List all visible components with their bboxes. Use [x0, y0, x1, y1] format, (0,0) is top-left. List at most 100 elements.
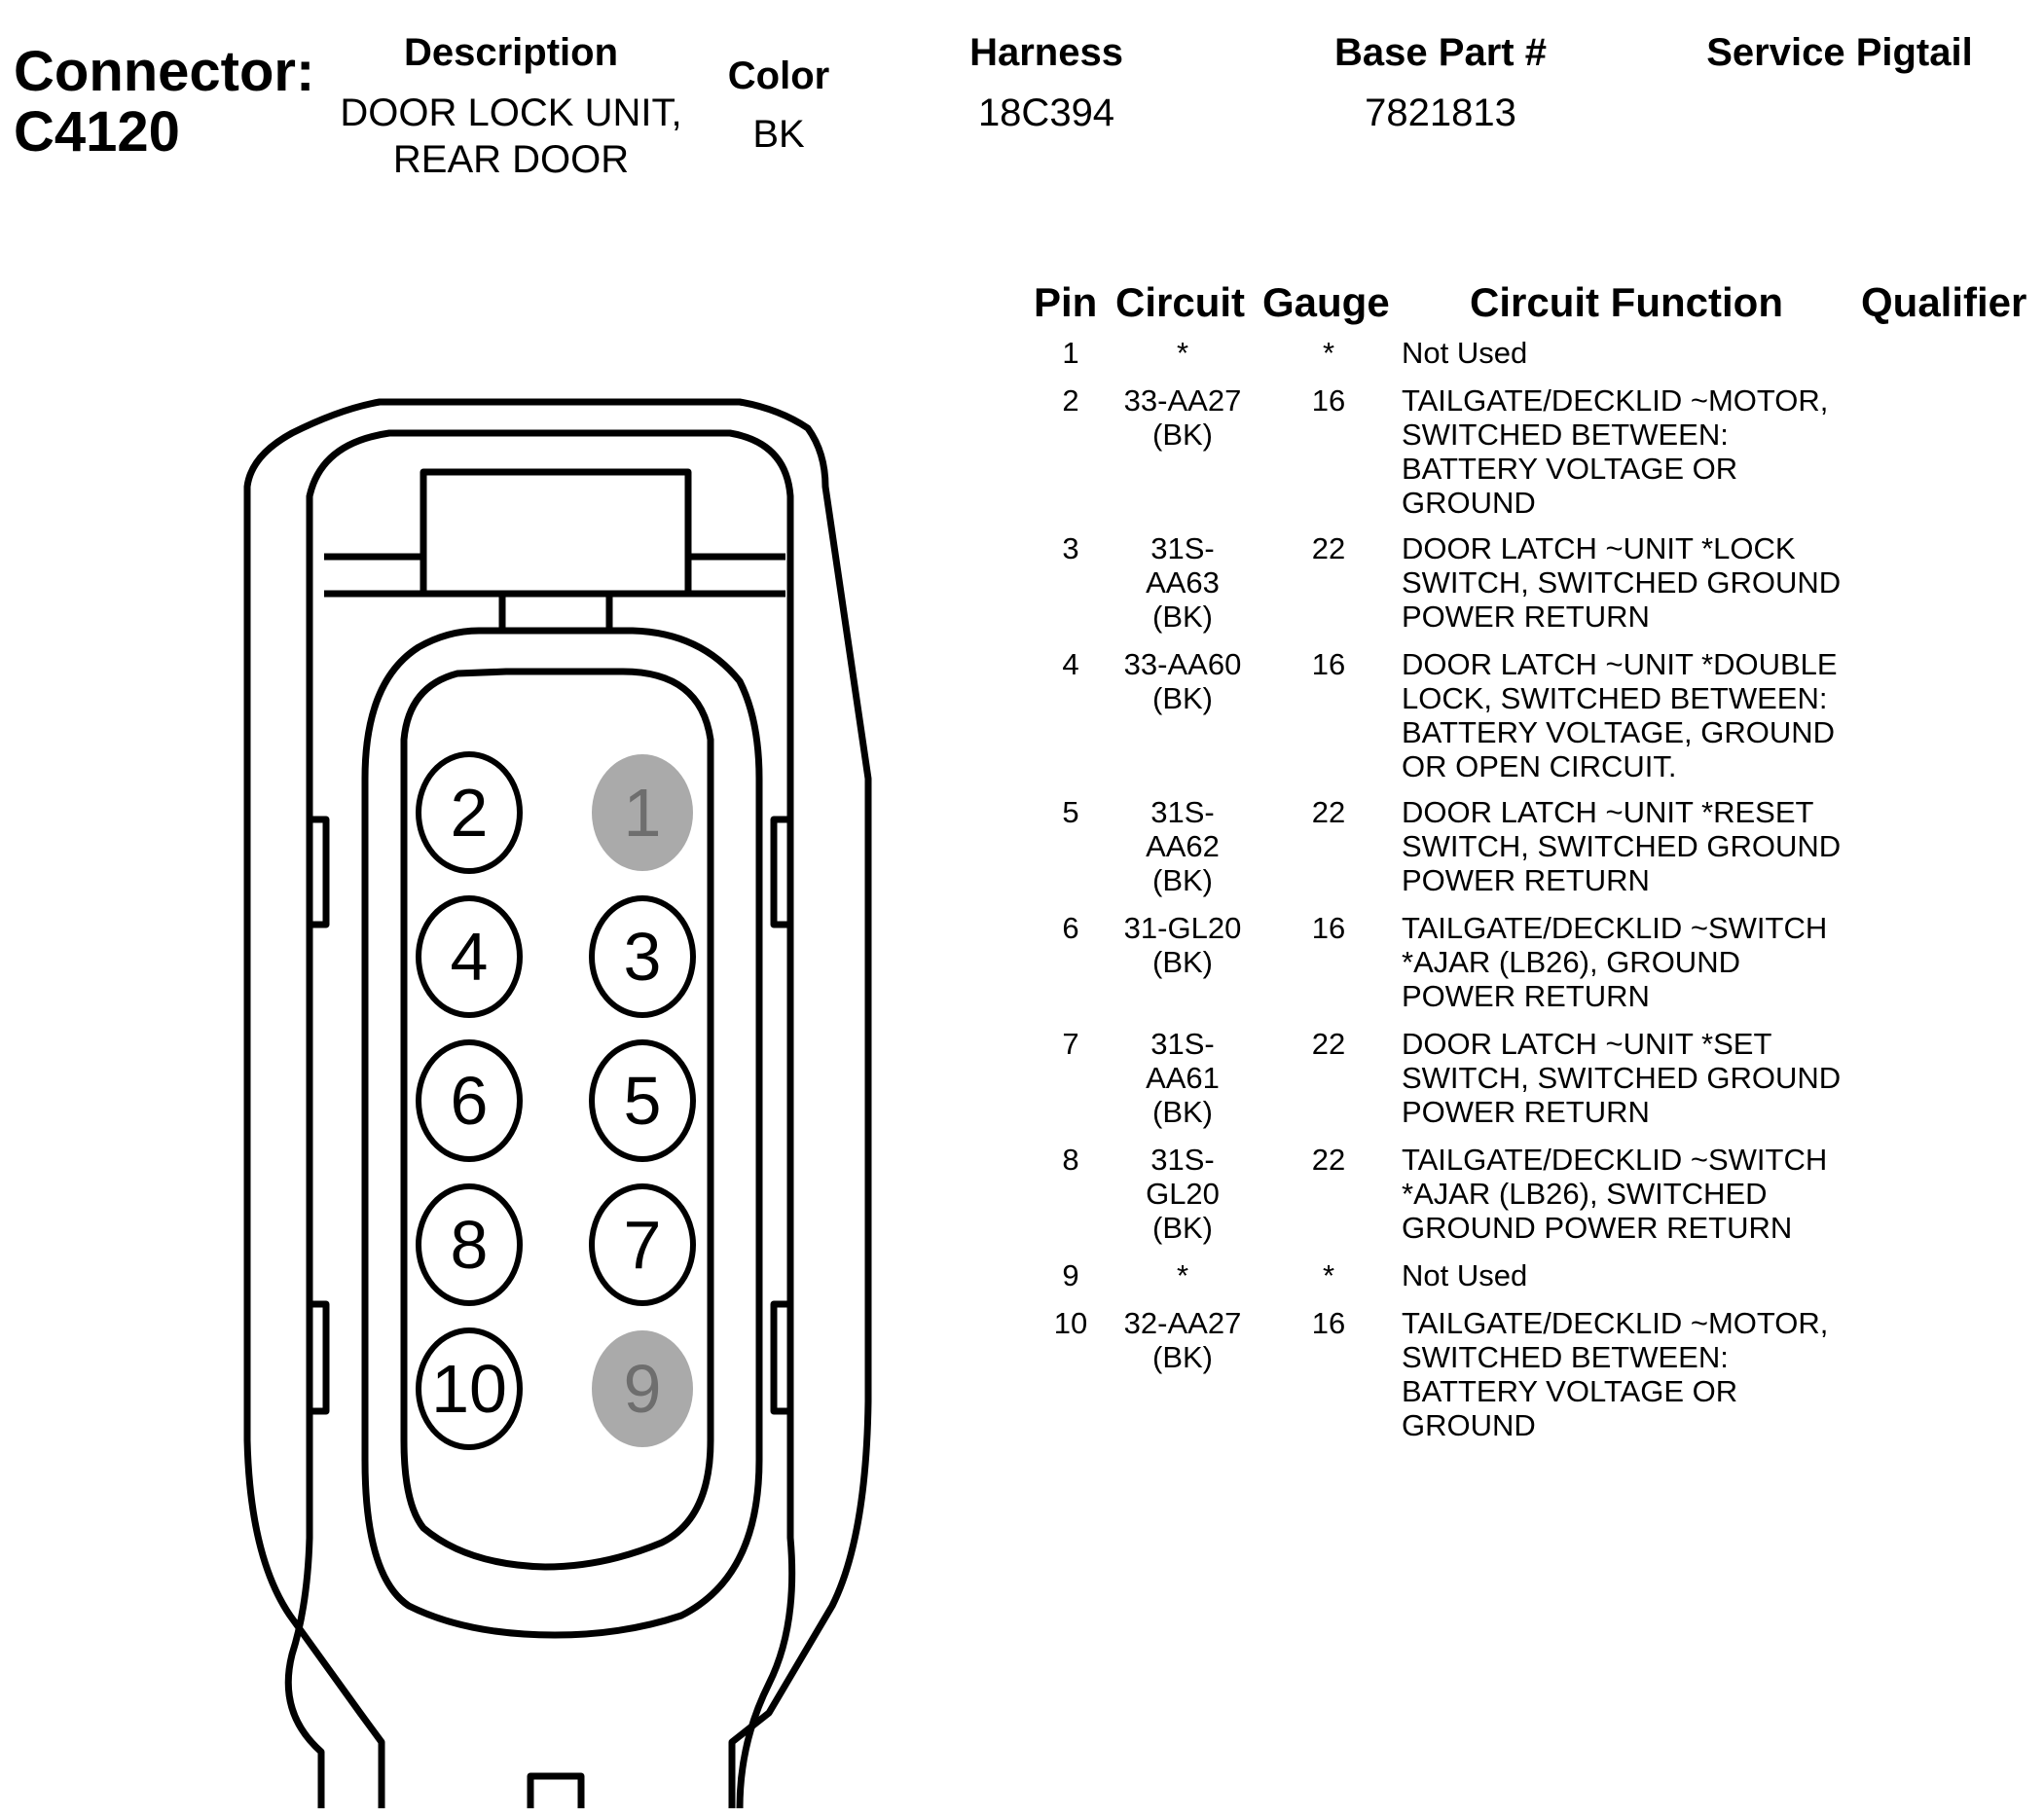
wire-gauge: * [1322, 336, 1335, 370]
pin-cavity-4: 4 [416, 895, 523, 1018]
circuit-id: 31S- AA61 (BK) [1146, 1027, 1220, 1129]
circuit-function: TAILGATE/DECKLID ~SWITCH *AJAR (LB26), S… [1402, 1143, 1828, 1245]
circuit-id: 31S- AA63 (BK) [1146, 531, 1220, 634]
circuit-id: * [1176, 336, 1189, 370]
pin-label: 8 [451, 1207, 489, 1283]
pin-label: 9 [624, 1351, 662, 1427]
circuit-function: TAILGATE/DECKLID ~MOTOR, SWITCHED BETWEE… [1402, 383, 1829, 520]
wire-gauge: 16 [1311, 383, 1346, 418]
pin-number: 4 [1062, 647, 1079, 681]
circuit-id: 33-AA60 (BK) [1123, 647, 1242, 715]
pin-label: 10 [431, 1351, 507, 1427]
qualifier-column-header: Qualifier [1861, 279, 2027, 325]
cavity-inner [400, 668, 714, 1571]
wire-gauge: 16 [1311, 1306, 1346, 1340]
description-line-2: REAR DOOR [392, 138, 630, 181]
circuit-function: TAILGATE/DECKLID ~SWITCH *AJAR (LB26), G… [1402, 911, 1828, 1013]
pin-number: 7 [1062, 1027, 1079, 1061]
pin-circle [416, 1327, 523, 1450]
circuit-function: TAILGATE/DECKLID ~MOTOR, SWITCHED BETWEE… [1402, 1306, 1829, 1442]
harness-label: Harness [969, 31, 1123, 74]
circuit-function: DOOR LATCH ~UNIT *RESET SWITCH, SWITCHED… [1402, 795, 1842, 897]
pin-label: 1 [624, 775, 662, 851]
pin-number: 6 [1062, 911, 1079, 945]
wire-gauge: 22 [1311, 531, 1346, 565]
pin-cavity-6: 6 [416, 1039, 523, 1162]
pin-number: 10 [1053, 1306, 1088, 1340]
pin-cavity-1: 1 [592, 754, 693, 871]
circuit-function-column-header: Circuit Function [1470, 279, 1783, 325]
side-rib-left [310, 816, 330, 1415]
circuit-id: * [1176, 1258, 1189, 1292]
side-rib-right [770, 816, 790, 1415]
description-label: Description [403, 31, 619, 74]
wire-gauge: 22 [1311, 1027, 1346, 1061]
circuit-function: DOOR LATCH ~UNIT *SET SWITCH, SWITCHED G… [1402, 1027, 1842, 1129]
pin-number: 1 [1062, 336, 1079, 370]
latch-stem [498, 594, 613, 631]
pin-circle [416, 751, 523, 874]
color-value: BK [752, 113, 805, 156]
pin-number: 8 [1062, 1143, 1079, 1177]
circuit-id: 31-GL20 (BK) [1123, 911, 1242, 979]
connector-label: Connector: [14, 40, 315, 103]
pin-label: 5 [624, 1063, 662, 1139]
description-value: DOOR LOCK UNIT, REAR DOOR [321, 90, 701, 183]
housing-inner [284, 429, 796, 1809]
pin-cavity-5: 5 [589, 1039, 696, 1162]
wire-gauge: 16 [1311, 647, 1346, 681]
base-part-value: 7821813 [1365, 91, 1516, 134]
circuit-id: 32-AA27 (BK) [1123, 1306, 1242, 1374]
circuit-function: DOOR LATCH ~UNIT *LOCK SWITCH, SWITCHED … [1402, 531, 1842, 634]
pin-cavity-7: 7 [589, 1183, 696, 1306]
pin-number: 5 [1062, 795, 1079, 829]
description-line-1: DOOR LOCK UNIT, [340, 91, 682, 134]
harness-value: 18C394 [977, 91, 1115, 134]
pin-label: 3 [624, 919, 662, 995]
pin-cavity-9: 9 [592, 1330, 693, 1447]
pin-circle [416, 895, 523, 1018]
circuit-id: 33-AA27 (BK) [1123, 383, 1242, 452]
pin-circle [416, 1039, 523, 1162]
wire-gauge: 22 [1311, 1143, 1346, 1177]
pin-circle [592, 754, 693, 871]
circuit-id: 31S- AA62 (BK) [1146, 795, 1220, 897]
cavity-shell [361, 627, 763, 1639]
connector-id: C4120 [14, 100, 180, 164]
pin-label: 4 [451, 919, 489, 995]
circuit-function: Not Used [1402, 336, 1528, 370]
wire-gauge: * [1322, 1258, 1335, 1292]
wire-gauge: 16 [1311, 911, 1346, 945]
pin-circle [592, 1330, 693, 1447]
bottom-tab [527, 1772, 585, 1808]
pin-cavity-2: 2 [416, 751, 523, 874]
circuit-function: Not Used [1402, 1258, 1528, 1292]
circuit-id: 31S- GL20 (BK) [1146, 1143, 1220, 1245]
pin-number: 2 [1062, 383, 1079, 418]
gauge-column-header: Gauge [1262, 279, 1390, 325]
circuit-function: DOOR LATCH ~UNIT *DOUBLE LOCK, SWITCHED … [1402, 647, 1838, 783]
wire-gauge: 22 [1311, 795, 1346, 829]
housing-outer [243, 398, 872, 1808]
pin-circle [589, 895, 696, 1018]
connector-face-diagram: 2 1 4 3 6 5 8 7 10 9 [243, 398, 872, 1809]
top-latch [420, 468, 692, 598]
pin-column-header: Pin [1034, 279, 1098, 325]
pin-circle [416, 1183, 523, 1306]
pin-circle [589, 1183, 696, 1306]
pin-cavities: 2 1 4 3 6 5 8 7 10 9 [416, 751, 696, 1450]
pin-label: 7 [624, 1207, 662, 1283]
pin-cavity-10: 10 [416, 1327, 523, 1450]
pin-cavity-3: 3 [589, 895, 696, 1018]
circuit-column-header: Circuit [1115, 279, 1246, 325]
pin-number: 3 [1062, 531, 1079, 565]
pin-label: 2 [451, 775, 489, 851]
service-pigtail-label: Service Pigtail [1706, 31, 1973, 74]
pin-label: 6 [451, 1063, 489, 1139]
base-part-label: Base Part # [1334, 31, 1547, 74]
latch-rail [324, 553, 785, 598]
pin-number: 9 [1062, 1258, 1079, 1292]
pin-circle [589, 1039, 696, 1162]
pin-cavity-8: 8 [416, 1183, 523, 1306]
color-label: Color [727, 55, 830, 97]
